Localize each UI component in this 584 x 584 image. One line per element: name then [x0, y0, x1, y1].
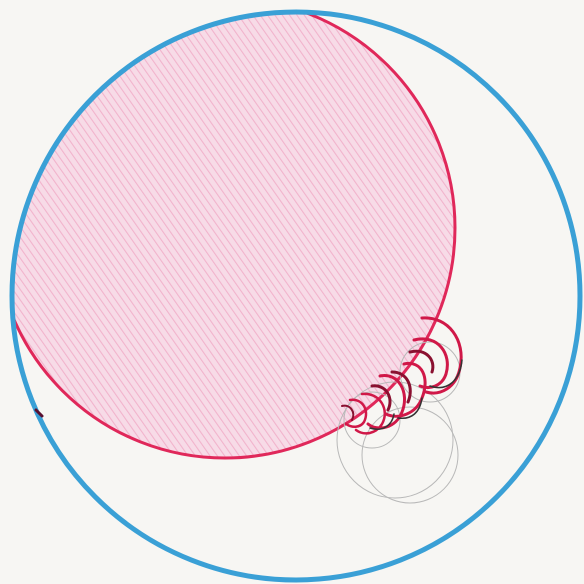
pencil-drawing [0, 0, 584, 584]
